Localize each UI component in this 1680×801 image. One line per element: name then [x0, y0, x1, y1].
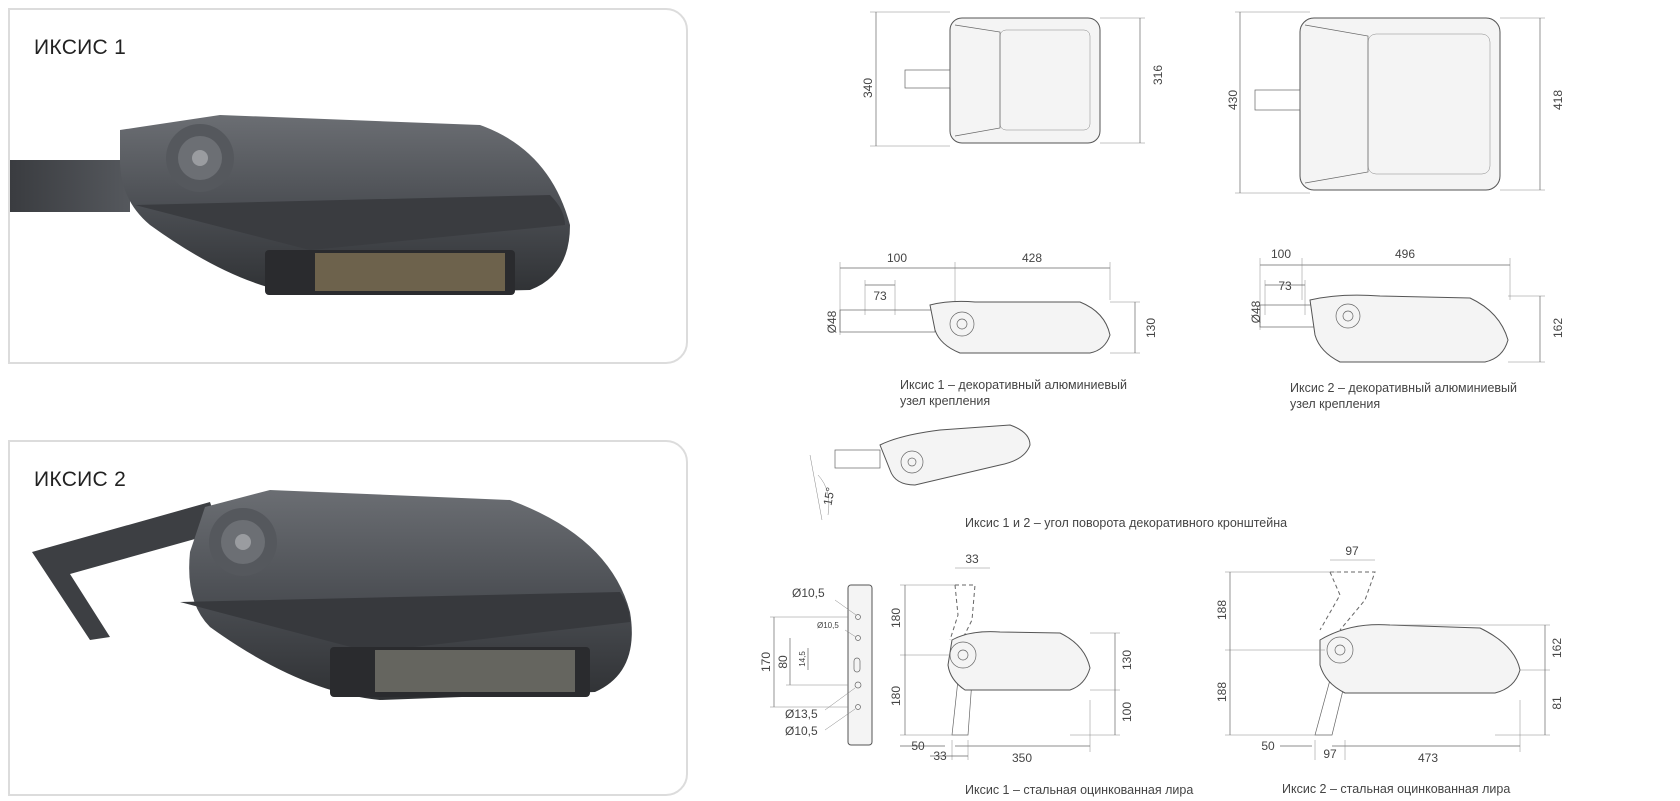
- dim-pipe: Ø48: [1249, 300, 1263, 323]
- product-panel-iksis-2: ИКСИС 2: [8, 440, 688, 796]
- dim-473: 473: [1418, 751, 1438, 765]
- dim-418: 418: [1551, 90, 1565, 110]
- caption-side-2-line1: Иксис 2 – декоративный алюминиевый: [1290, 381, 1517, 395]
- caption-tilt: Иксис 1 и 2 – угол поворота декоративног…: [965, 516, 1287, 530]
- dim-162: 162: [1551, 318, 1565, 338]
- dim-100: 100: [1120, 702, 1134, 722]
- luminaire-photo-2: [32, 490, 632, 700]
- side-view-iksis-1: 100 428 73 Ø48 130 Иксис 1 – декоративны…: [825, 251, 1158, 408]
- dim-33-top: 33: [965, 552, 979, 566]
- dim-162: 162: [1550, 638, 1564, 658]
- dim-pipe: Ø48: [825, 310, 839, 333]
- lyre-drawing-iksis-2: 97 188 188 162 81 50 97 473 Иксис 2 – ст…: [1215, 544, 1564, 796]
- caption-lyre-2: Иксис 2 – стальная оцинкованная лира: [1282, 782, 1510, 796]
- dim-angle: 15°: [821, 486, 838, 507]
- dim-188-up: 188: [1215, 600, 1229, 620]
- dim-slot: 14,5: [798, 651, 807, 667]
- dim-100: 100: [1271, 247, 1291, 261]
- dim-hole-d: Ø10,5: [785, 724, 818, 738]
- dim-428: 428: [1022, 251, 1042, 265]
- tilt-view: 15° Иксис 1 и 2 – угол поворота декорати…: [809, 424, 1287, 530]
- dim-73: 73: [873, 289, 887, 303]
- dim-180-down: 180: [889, 686, 903, 706]
- dim-50: 50: [911, 739, 925, 753]
- top-view-iksis-1: 340 316: [861, 11, 1165, 147]
- dim-97-base: 97: [1323, 747, 1337, 761]
- dim-hole-a: Ø10,5: [792, 586, 825, 600]
- top-view-iksis-2: 430 418: [1226, 11, 1565, 194]
- dim-340: 340: [861, 78, 875, 98]
- dim-hole-b: Ø10,5: [817, 621, 839, 630]
- dim-33-base: 33: [933, 749, 947, 763]
- dim-170: 170: [759, 652, 773, 672]
- dim-496: 496: [1395, 247, 1415, 261]
- dim-180-up: 180: [889, 608, 903, 628]
- panel-title: ИКСИС 2: [34, 468, 127, 491]
- dim-130: 130: [1144, 318, 1158, 338]
- side-view-iksis-2: 100 496 73 Ø48 162 Иксис 2 – декоративны…: [1249, 247, 1565, 411]
- lyre-drawing-iksis-1: Ø10,5 Ø10,5 Ø13,5 Ø10,5 170 80 14,5 33 1…: [759, 552, 1193, 797]
- dim-97-top: 97: [1345, 544, 1359, 558]
- dim-hole-c: Ø13,5: [785, 707, 818, 721]
- dim-430: 430: [1226, 90, 1240, 110]
- dim-50: 50: [1261, 739, 1275, 753]
- dim-350: 350: [1012, 751, 1032, 765]
- dim-316: 316: [1151, 65, 1165, 85]
- dim-80: 80: [776, 655, 790, 669]
- dim-81: 81: [1550, 696, 1564, 710]
- caption-side-1-line2: узел крепления: [900, 394, 990, 408]
- panel-title: ИКСИС 1: [34, 36, 127, 59]
- dim-73: 73: [1278, 279, 1292, 293]
- caption-lyre-1: Иксис 1 – стальная оцинкованная лира: [965, 783, 1193, 797]
- dim-188-down: 188: [1215, 682, 1229, 702]
- product-panel-iksis-1: ИКСИС 1: [8, 8, 688, 364]
- caption-side-2-line2: узел крепления: [1290, 397, 1380, 411]
- dim-100: 100: [887, 251, 907, 265]
- technical-drawings: 340 316 430 418 100 428 73: [759, 11, 1565, 797]
- luminaire-photo-1: [10, 115, 570, 295]
- caption-side-1-line1: Иксис 1 – декоративный алюминиевый: [900, 378, 1127, 392]
- dim-130: 130: [1120, 650, 1134, 670]
